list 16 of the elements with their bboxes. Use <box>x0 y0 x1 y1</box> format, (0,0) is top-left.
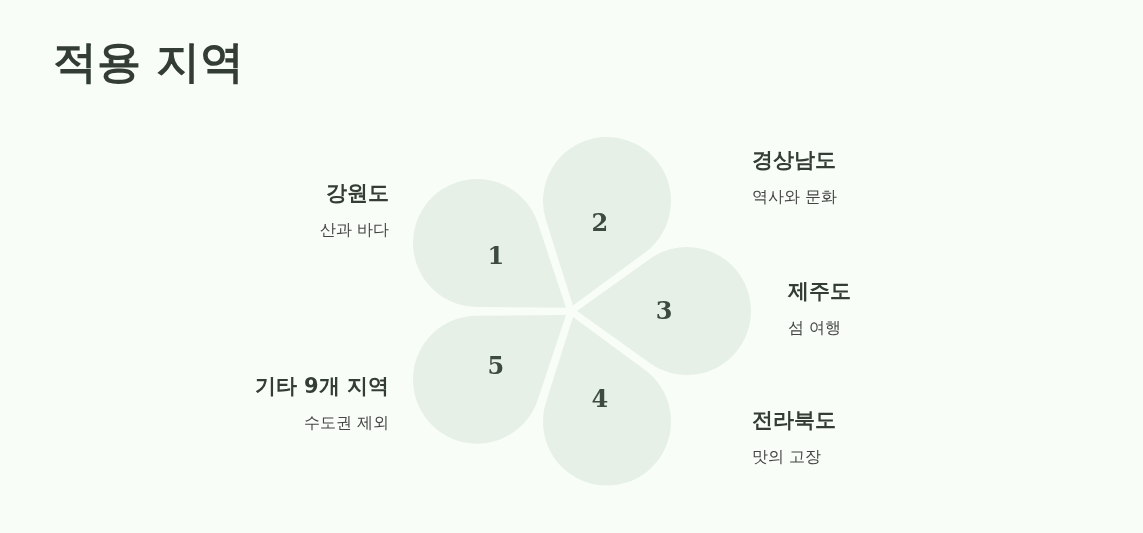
region-description: 수도권 제외 <box>303 413 389 433</box>
region-name: 제주도 <box>788 278 851 304</box>
region-description: 섬 여행 <box>788 318 842 338</box>
petal-number: 3 <box>655 297 673 325</box>
region-name: 기타 9개 지역 <box>254 373 389 399</box>
region-name: 전라북도 <box>752 407 836 433</box>
region-description: 역사와 문화 <box>752 187 838 207</box>
petal-number: 1 <box>487 242 505 271</box>
region-name: 경상남도 <box>752 147 836 173</box>
petal-number: 4 <box>591 385 609 414</box>
region-description: 산과 바다 <box>319 220 389 240</box>
petal-number: 2 <box>591 208 609 237</box>
petal-number: 5 <box>487 351 505 380</box>
page-title: 적용 지역 <box>53 35 245 89</box>
region-description: 맛의 고장 <box>752 447 822 467</box>
region-name: 강원도 <box>326 180 389 206</box>
